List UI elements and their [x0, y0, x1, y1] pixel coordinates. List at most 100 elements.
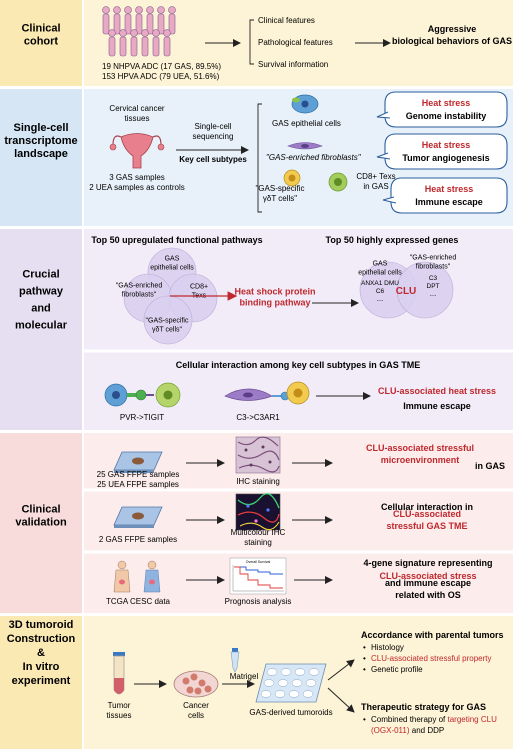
callout-1-sub: Genome instability	[406, 111, 487, 121]
matrigel-label: Matrigel	[230, 672, 259, 681]
accord-item-3: Genetic profile	[371, 665, 423, 674]
interaction-result-red: CLU-associated heat stress	[378, 386, 496, 396]
callout-tumor-angiogenesis: Heat stress Tumor angiogenesis	[376, 133, 508, 170]
well-plate-icon	[255, 663, 327, 703]
callout-3-sub: Immune escape	[415, 197, 483, 207]
pair-pvr-tigit: PVR->TIGIT	[120, 413, 164, 422]
validation-label-panel	[0, 433, 82, 613]
subtypes-bracket	[257, 103, 262, 213]
km-survival-plot: Overall Survival	[229, 557, 287, 595]
validation-samples-3: TCGA CESC data	[106, 597, 171, 606]
petri-dish-icon	[173, 670, 219, 698]
callout-immune-escape: Heat stress Immune escape	[382, 177, 508, 214]
pair-c3-c3ar1: C3->C3AR1	[236, 413, 280, 422]
cohort-feature-1: Clinical features	[258, 16, 315, 25]
c3-c3ar1-interaction-icon	[224, 381, 310, 405]
top50-pathways-title: Top 50 upregulated functional pathways	[91, 235, 262, 245]
organoids-label: GAS-derived tumoroids	[249, 708, 332, 717]
fibroblast-icon	[287, 142, 323, 150]
gd-t-cell-icon	[283, 169, 301, 187]
accord-title: Accordance with parental tumors	[361, 630, 504, 640]
cohort-feature-2: Pathological features	[258, 38, 333, 47]
genes-center-clu: CLU	[396, 286, 417, 297]
cohort-line-2: 153 HPVA ADC (79 UEA, 51.6%)	[102, 72, 220, 81]
pvr-tigit-interaction-icon	[104, 382, 181, 408]
accord-bullet-3: •	[363, 665, 366, 674]
subtypes-label: Key cell subtypes	[179, 155, 247, 164]
tube-icon	[113, 652, 125, 695]
km-plot-title: Overall Survival	[246, 560, 271, 564]
callout-2-title: Heat stress	[422, 140, 471, 150]
accord-bullet-2: •	[363, 654, 366, 663]
validation-result-2: Cellular interaction in	[381, 502, 473, 512]
callout-2-sub: Tumor angiogenesis	[402, 153, 489, 163]
accord-item-1: Histology	[371, 643, 404, 652]
people-group-icon	[102, 6, 176, 57]
gas-epithelial-label: GAS epithelial cells	[272, 119, 341, 128]
validation-samples-2: 2 GAS FFPE samples	[99, 535, 177, 544]
crucial-label-panel	[0, 229, 82, 430]
validation-result-3-red: CLU-associated stress	[379, 571, 476, 581]
interaction-title: Cellular interaction among key cell subt…	[176, 360, 421, 370]
interaction-result: Immune escape	[403, 401, 471, 411]
cohort-bracket	[249, 19, 254, 65]
tumoroid-arrow-up	[327, 659, 355, 681]
callout-genome-instability: Heat stress Genome instability	[376, 91, 508, 128]
tumoroid-label-panel	[0, 616, 82, 749]
gas-epithelial-cell-icon	[291, 94, 319, 114]
ihc-staining-image	[235, 436, 281, 474]
ffpe-slide-icon-2	[113, 506, 163, 528]
validation-result-1: in GAS	[475, 461, 505, 471]
callout-3-title: Heat stress	[425, 184, 474, 194]
cohort-label-panel	[0, 0, 82, 86]
cd8-tex-cell-icon	[328, 172, 348, 192]
strategy-line-2: (OGX-011) and DDP	[371, 726, 444, 735]
accord-item-2: CLU-associated stressful property	[371, 654, 492, 663]
pipette-icon	[230, 648, 240, 673]
strategy-bullet: •	[363, 715, 366, 724]
body-figures-icon	[113, 560, 161, 593]
strategy-line-1: Combined therapy of targeting CLU	[371, 715, 497, 724]
fibroblast-label: "GAS-enriched fibroblasts"	[266, 153, 362, 162]
ffpe-slide-icon-1	[113, 451, 163, 473]
strategy-title: Therapeutic strategy for GAS	[361, 702, 486, 712]
validation-method-1: IHC staining	[236, 477, 280, 486]
single-cell-label-panel	[0, 89, 82, 226]
validation-method-3: Prognosis analysis	[225, 597, 292, 606]
multicolour-ihc-image	[235, 493, 281, 531]
venn-diagram-genes	[359, 261, 454, 319]
venn-diagram-pathways	[123, 247, 218, 345]
uterus-icon	[109, 133, 165, 169]
cohort-line-1: 19 NHPVA ADC (17 GAS, 89.5%)	[102, 62, 221, 71]
top50-genes-title: Top 50 highly expressed genes	[326, 235, 459, 245]
tumoroid-arrow-down	[327, 687, 355, 713]
callout-1-title: Heat stress	[422, 98, 471, 108]
validation-result-3a: 4-gene signature representing	[363, 558, 492, 568]
